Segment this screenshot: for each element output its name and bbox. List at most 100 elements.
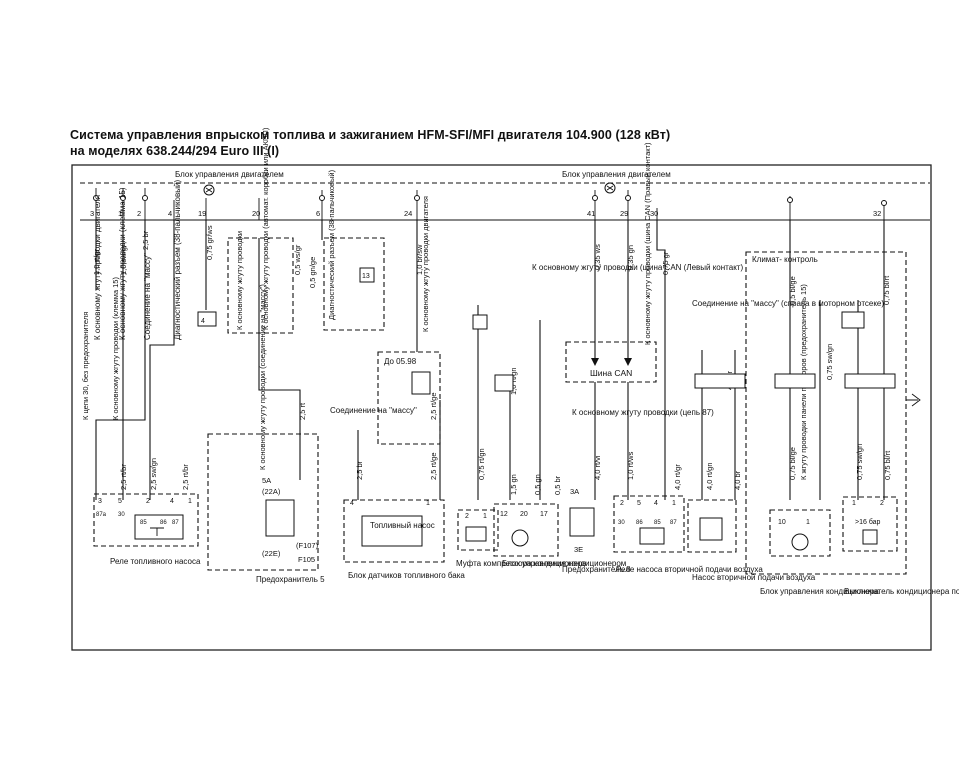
wire-code: 4,0 rt/vi bbox=[593, 455, 602, 480]
diag-connector-pin: 4 bbox=[201, 318, 205, 325]
ac-clutch: 2 1 bbox=[457, 509, 499, 551]
tank-sensor-block: 4 1 Топливный насос bbox=[343, 499, 445, 563]
clutch-pin: 1 bbox=[483, 513, 487, 520]
label-harness-87: К основному жгуту проводки (цепь 87) bbox=[572, 408, 714, 417]
wire-code: 4,0 rt/gn bbox=[705, 462, 714, 490]
label-harness-15: К основному жгуту проводки (клемма 15) bbox=[111, 277, 120, 420]
pressure-pin: 2 bbox=[880, 500, 884, 507]
ecu-pin: 24 bbox=[404, 209, 412, 218]
ecu-pin: 6 bbox=[316, 209, 320, 218]
air-pump-relay: 2 5 4 1 30 86 85 87 bbox=[613, 495, 685, 553]
wire-code: 1,0 rt/gr bbox=[92, 249, 101, 275]
wire-code: 0,75 gr/ws bbox=[205, 225, 214, 260]
label-diag-conn: Диагностический разъем (38-пальчиковый) bbox=[173, 180, 182, 340]
wire-code: 0,75 bl/rt bbox=[882, 275, 891, 305]
wire-code: 0,75 bl/rt bbox=[883, 450, 892, 480]
air-relay-inner: 87 bbox=[670, 520, 677, 526]
label-ground2: Соединение на "массу" bbox=[330, 406, 417, 415]
ecu-pin: 20 bbox=[252, 209, 260, 218]
label-can-left: К основному жгуту проводки (шина CAN (Ле… bbox=[532, 263, 743, 272]
ecu-pin: 19 bbox=[198, 209, 206, 218]
diag-conn2-box bbox=[323, 237, 385, 331]
label-clutch: Муфта компрессора кондиционера bbox=[456, 559, 587, 568]
label-fuse-5: Предохранитель 5 bbox=[256, 575, 325, 584]
air-pump bbox=[687, 499, 737, 553]
diagram-title: Система управления впрыском топлива и за… bbox=[70, 127, 930, 159]
before-0598-box bbox=[377, 351, 441, 445]
title-line-2: на моделях 638.244/294 Euro III (I) bbox=[70, 144, 280, 158]
air-relay-inner: 30 bbox=[618, 520, 625, 526]
diag-connector-box bbox=[197, 311, 217, 327]
label-pressure-switch: Выключатель кондиционера по контрольному… bbox=[844, 587, 959, 596]
diagram-frame bbox=[71, 164, 932, 651]
ac-unit-pin: 1 bbox=[806, 519, 810, 526]
wire-code: 0,75 sw/gn bbox=[825, 344, 834, 380]
label-to-circuit30: К цепи 30, без предохранителя bbox=[81, 312, 90, 420]
wire-code: 0,35 gn bbox=[626, 245, 635, 270]
label-main-harness: К основному жгуту проводки двигателя bbox=[93, 195, 102, 340]
ecu-pin: 29 bbox=[620, 209, 628, 218]
ecu-top-terminals bbox=[93, 188, 887, 220]
wire-code: 2,5 rt bbox=[298, 402, 307, 420]
wire-code: 4,0 br bbox=[733, 470, 742, 490]
diag-pin-13: 13 bbox=[362, 273, 370, 280]
clutch-pin: 2 bbox=[465, 513, 469, 520]
ecu-pin: 1 bbox=[118, 209, 122, 218]
diag-pin-box bbox=[359, 267, 375, 283]
wire-code: 0,5 bl/ge bbox=[788, 276, 797, 305]
ecu-connector-icon-left bbox=[203, 184, 215, 196]
mid-left-labels: К цепи 30, без предохранителя К основном… bbox=[81, 277, 267, 470]
ac-ctrl-pin: 12 bbox=[500, 511, 508, 518]
relay-pin: 2 bbox=[146, 498, 150, 505]
harness-akpp-box bbox=[227, 237, 294, 334]
pressure-pin: 1 bbox=[852, 500, 856, 507]
relay-inner-pin: 85 bbox=[140, 520, 147, 526]
title-line-1: Система управления впрыском топлива и за… bbox=[70, 128, 671, 142]
ecu-pin: 4 bbox=[168, 209, 172, 218]
wire-code: 0,5 ws/gr bbox=[293, 244, 302, 275]
relay-pin: 5 bbox=[118, 498, 122, 505]
fuse5-top: 5A bbox=[262, 476, 271, 485]
label-ground-engine: Соединение на "массу" (справа в моторном… bbox=[692, 299, 884, 308]
relay-inner-pin: 86 bbox=[160, 520, 167, 526]
relay-inner-pin: 30 bbox=[118, 512, 125, 518]
label-can-right: К основному жгуту проводки (шина CAN (Пр… bbox=[643, 142, 652, 345]
fuse8-top: 3A bbox=[570, 487, 579, 496]
label-ac-control: Блок управления кондиционером bbox=[502, 559, 626, 568]
fuse-5: 5A (22A) (22E) (F107) F105 bbox=[207, 433, 319, 571]
ac-unit: 10 1 bbox=[769, 509, 831, 557]
can-bus-box bbox=[565, 341, 657, 383]
ecu-pin: 3 bbox=[90, 209, 94, 218]
wire-codes-upper: 1,0 rt/gr 1,0 sw/gr 2,5 br 0,75 gr/ws 0,… bbox=[92, 225, 891, 305]
air-relay-inner: 86 bbox=[636, 520, 643, 526]
wire-code: 2,5 rt/br bbox=[119, 464, 128, 490]
label-main-harness-15: К основному жгуту проводки (клемма 15) bbox=[118, 187, 127, 340]
wire-code: 2,5 rt/ge bbox=[429, 392, 438, 420]
pressure-switch: 1 2 >16 бар bbox=[842, 496, 898, 552]
label-harness-gnd: К основному жгуту проводки (соединение н… bbox=[258, 284, 267, 470]
fuse5-code: F105 bbox=[298, 555, 315, 564]
label-air-pump: Насос вторичной подачи воздуха bbox=[692, 573, 816, 582]
mid-connectors bbox=[472, 311, 896, 392]
wire-code: 2,5 rt/br bbox=[181, 464, 190, 490]
ac-control-unit: 12 20 17 bbox=[493, 503, 559, 557]
fuse8-bottom: 3E bbox=[574, 545, 583, 554]
wire-code: 4,0 rt/gr bbox=[673, 464, 682, 490]
tank-pin: 4 bbox=[350, 500, 354, 507]
fuel-pump-relay: 3 5 2 4 1 87a 30 85 86 87 bbox=[93, 493, 199, 547]
fuse-8: 3A 3E bbox=[569, 487, 595, 554]
ecu-connector-icon-right bbox=[604, 182, 616, 194]
wire-code: 0,5 br bbox=[553, 475, 562, 495]
fuse5-22e: (22E) bbox=[262, 549, 281, 558]
label-air-relay: Реле насоса вторичной подачи воздуха bbox=[616, 565, 763, 574]
label-climate: Климат- контроль bbox=[752, 255, 818, 264]
label-ac-unit: Блок управления кондиционера bbox=[760, 587, 879, 596]
label-tank-sensor: Блок датчиков топливного бака bbox=[348, 571, 465, 580]
ac-unit-pin: 10 bbox=[778, 519, 786, 526]
label-harness-akpp: К основному жгуту проводки (автомат. кор… bbox=[261, 127, 270, 330]
wire-code: 0,5 gn bbox=[533, 474, 542, 495]
ac-ctrl-pin: 20 bbox=[520, 511, 528, 518]
wire-code: 2,5 rt/ge bbox=[429, 452, 438, 480]
relay-inner-pin: 87 bbox=[172, 520, 179, 526]
